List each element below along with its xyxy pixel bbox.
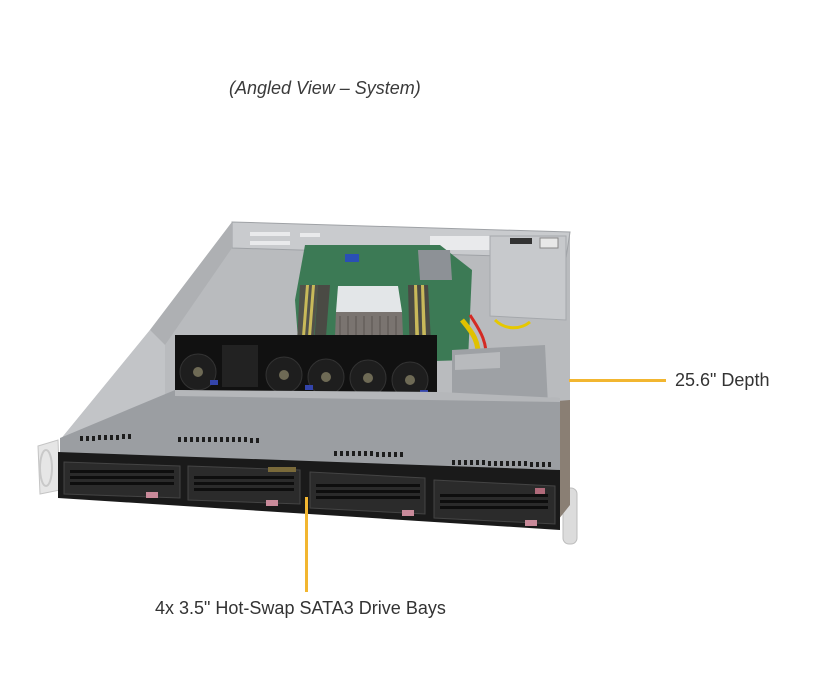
drive-bays-callout-line	[305, 497, 308, 592]
drive-bay	[309, 471, 426, 516]
fan-icon	[265, 356, 303, 394]
fan-assembly	[175, 335, 437, 399]
drive-bays-label: 4x 3.5" Hot-Swap SATA3 Drive Bays	[155, 598, 446, 618]
rear-vents	[250, 232, 490, 250]
fan-icon	[349, 359, 387, 397]
left-rack-ear	[37, 439, 61, 495]
left-interior-wall	[150, 222, 232, 345]
depth-label: 25.6" Depth	[675, 370, 770, 390]
drive-bay	[433, 479, 556, 526]
fan-icon	[179, 353, 217, 391]
chipset-heatsink	[418, 250, 452, 280]
figure-caption: (Angled View – System)	[229, 78, 421, 98]
drive-bay	[63, 461, 181, 499]
top-cover	[60, 390, 560, 470]
power-supply	[489, 235, 567, 321]
fan-icon	[307, 358, 345, 396]
front-vent-dashes	[80, 434, 551, 467]
drive-bay	[187, 465, 301, 506]
depth-callout-line	[569, 379, 666, 382]
fan-icon	[222, 345, 258, 387]
blue-header	[345, 254, 359, 262]
